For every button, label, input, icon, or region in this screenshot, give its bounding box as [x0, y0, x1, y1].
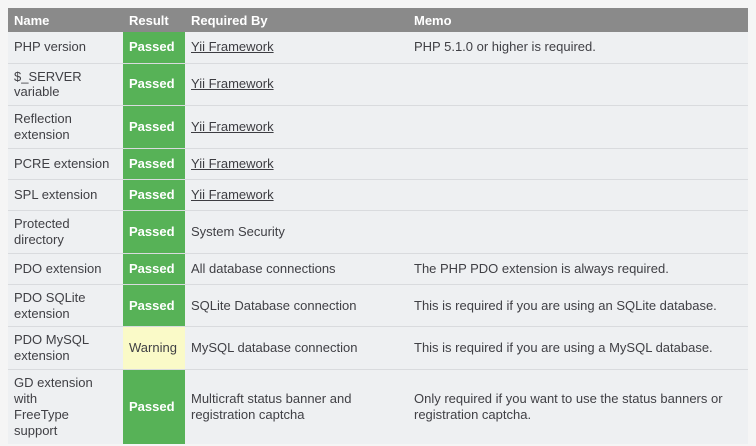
memo-text [408, 62, 748, 106]
requirement-name: Protected directory [8, 209, 123, 254]
memo-text: This is required if you are using a MySQ… [408, 326, 748, 370]
requirement-name: SPL extension [8, 178, 123, 211]
result-badge: Warning [123, 326, 185, 370]
requirements-table: Name Result Required By Memo PHP version… [8, 8, 748, 444]
memo-text [408, 178, 748, 211]
result-badge: Passed [123, 32, 185, 63]
memo-text: Only required if you want to use the sta… [408, 369, 748, 444]
column-header-memo: Memo [408, 8, 748, 32]
requirement-name: Reflection extension [8, 105, 123, 149]
requirement-name: $_SERVER variable [8, 62, 123, 106]
table-row-protected-directory: Protected directory Passed System Securi… [8, 209, 748, 254]
requirement-name: PDO SQLite extension [8, 283, 123, 327]
required-by-link[interactable]: Yii Framework [191, 119, 274, 135]
required-by-link[interactable]: Yii Framework [191, 76, 274, 92]
required-by-cell: Yii Framework [185, 62, 408, 106]
result-badge: Passed [123, 62, 185, 106]
required-by-text: System Security [185, 209, 408, 254]
result-badge: Passed [123, 252, 185, 285]
result-badge: Passed [123, 147, 185, 180]
requirement-name: PHP version [8, 32, 123, 63]
memo-text [408, 209, 748, 254]
result-badge: Passed [123, 178, 185, 211]
required-by-cell: Yii Framework [185, 147, 408, 180]
column-header-result: Result [123, 8, 185, 32]
result-badge: Passed [123, 369, 185, 444]
table-row-php-version: PHP version Passed Yii Framework PHP 5.1… [8, 32, 748, 63]
result-badge: Passed [123, 105, 185, 149]
result-badge: Passed [123, 283, 185, 327]
result-badge: Passed [123, 209, 185, 254]
requirement-name: PDO MySQL extension [8, 326, 123, 370]
required-by-link[interactable]: Yii Framework [191, 156, 274, 171]
table-row-reflection-extension: Reflection extension Passed Yii Framewor… [8, 105, 748, 149]
table-row-spl-extension: SPL extension Passed Yii Framework [8, 178, 748, 211]
required-by-link[interactable]: Yii Framework [191, 187, 274, 202]
required-by-cell: Yii Framework [185, 32, 408, 63]
column-header-required-by: Required By [185, 8, 408, 32]
requirement-name: PCRE extension [8, 147, 123, 180]
memo-text [408, 105, 748, 149]
required-by-text: Multicraft status banner and registratio… [185, 369, 408, 444]
table-row-pdo-extension: PDO extension Passed All database connec… [8, 252, 748, 285]
table-row-pdo-sqlite-extension: PDO SQLite extension Passed SQLite Datab… [8, 283, 748, 327]
memo-text: PHP 5.1.0 or higher is required. [408, 32, 748, 63]
memo-text: The PHP PDO extension is always required… [408, 252, 748, 285]
table-row-gd-extension: GD extension with FreeType support Passe… [8, 369, 748, 444]
requirement-name: PDO extension [8, 252, 123, 285]
table-row-server-variable: $_SERVER variable Passed Yii Framework [8, 62, 748, 106]
memo-text: This is required if you are using an SQL… [408, 283, 748, 327]
memo-text [408, 147, 748, 180]
required-by-cell: Yii Framework [185, 105, 408, 149]
required-by-link[interactable]: Yii Framework [191, 39, 274, 55]
table-header-row: Name Result Required By Memo [8, 8, 748, 32]
required-by-text: SQLite Database connection [185, 283, 408, 327]
requirement-name: GD extension with FreeType support [8, 369, 123, 444]
table-row-pcre-extension: PCRE extension Passed Yii Framework [8, 147, 748, 180]
required-by-text: MySQL database connection [185, 326, 408, 370]
column-header-name: Name [8, 8, 123, 32]
required-by-text: All database connections [185, 252, 408, 285]
table-row-pdo-mysql-extension: PDO MySQL extension Warning MySQL databa… [8, 326, 748, 370]
required-by-cell: Yii Framework [185, 178, 408, 211]
